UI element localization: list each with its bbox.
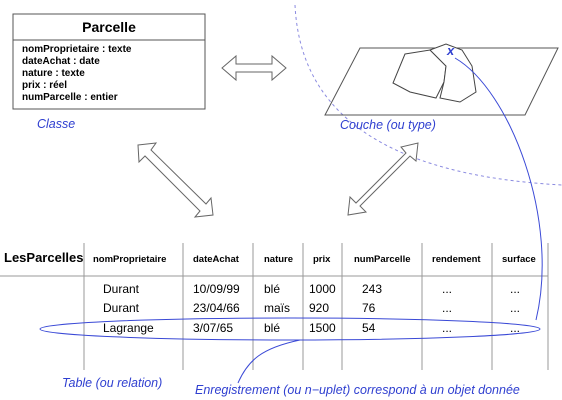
table-cell: 3/07/65 xyxy=(193,321,234,335)
table-cell: ... xyxy=(442,301,453,315)
table-name: LesParcelles xyxy=(4,250,84,265)
layer-dashed-arc xyxy=(294,4,562,186)
arrow-class-table xyxy=(137,142,214,218)
class-attribute: nomProprietaire : texte xyxy=(22,44,132,55)
layer-to-record-connector xyxy=(454,57,543,321)
column-header: prix xyxy=(313,254,331,265)
table-cell: 10/09/99 xyxy=(193,282,240,296)
record-to-caption-connector xyxy=(237,339,301,384)
class-box xyxy=(12,13,206,110)
table-cell: ... xyxy=(510,282,521,296)
table-cell: ... xyxy=(510,321,521,335)
record-ellipse xyxy=(39,317,541,341)
table-cell: ... xyxy=(442,282,453,296)
arrow-class-layer xyxy=(221,54,287,82)
class-caption: Classe xyxy=(37,117,76,131)
class-attribute: numParcelle : entier xyxy=(22,92,118,103)
table-cell: Durant xyxy=(103,282,140,296)
table-cell: 243 xyxy=(362,282,383,296)
class-attribute: prix : réel xyxy=(22,80,68,91)
table-cell: Lagrange xyxy=(103,321,154,335)
column-header: dateAchat xyxy=(193,254,239,265)
table-cell: 76 xyxy=(362,301,376,315)
column-header: rendement xyxy=(432,254,481,265)
table-cell: 23/04/66 xyxy=(193,301,240,315)
table-cell: maïs xyxy=(264,301,291,315)
table-caption: Table (ou relation) xyxy=(62,376,163,390)
table-cell: 54 xyxy=(362,321,376,335)
column-header: nature xyxy=(264,254,294,265)
column-header: nomProprietaire xyxy=(93,254,167,265)
layer-plane xyxy=(324,47,559,116)
table-cell: 1500 xyxy=(309,321,336,335)
arrow-layer-table xyxy=(347,142,419,216)
table-cell: ... xyxy=(442,321,453,335)
table-cell: Durant xyxy=(103,301,140,315)
table-cell: 1000 xyxy=(309,282,336,296)
column-header: surface xyxy=(502,254,536,265)
table-cell: ... xyxy=(510,301,521,315)
class-attribute: nature : texte xyxy=(22,68,85,79)
class-title: Parcelle xyxy=(82,19,136,35)
table-cell: blé xyxy=(264,282,281,296)
parcel-shape-right xyxy=(429,43,477,103)
record-caption: Enregistrement (ou n−uplet) correspond à… xyxy=(195,383,520,397)
layer-caption: Couche (ou type) xyxy=(340,118,436,132)
class-attribute: dateAchat : date xyxy=(22,56,100,67)
selected-object-marker-icon: x xyxy=(447,43,455,58)
table-cell: 920 xyxy=(309,301,330,315)
table-cell: blé xyxy=(264,321,281,335)
column-header: numParcelle xyxy=(354,254,411,265)
